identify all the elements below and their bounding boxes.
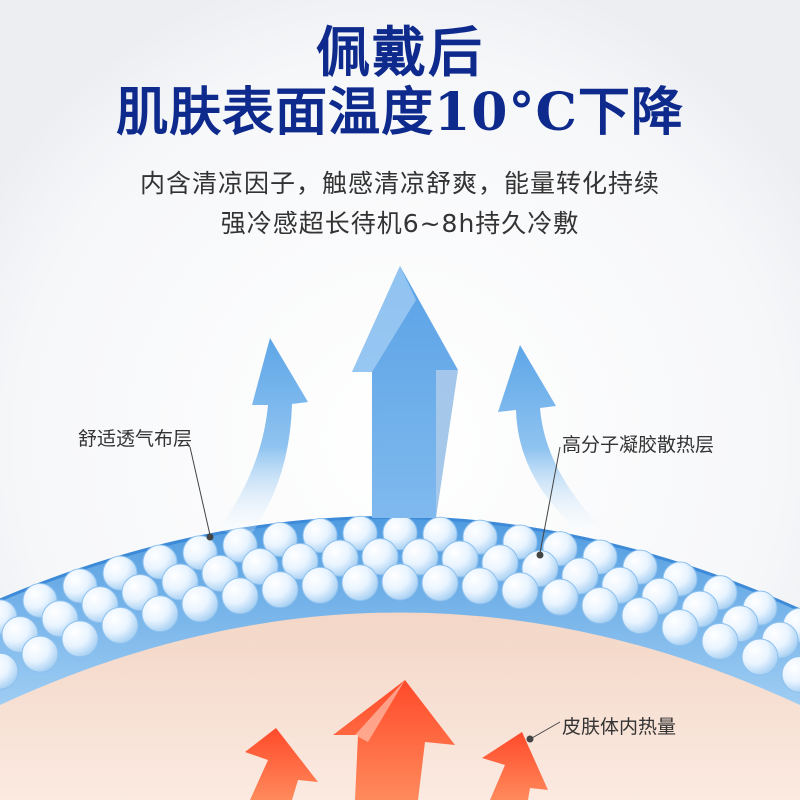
leader-dot-right — [536, 551, 544, 559]
subtitle-line1: 内含清凉因子，触感清凉舒爽，能量转化持续 — [139, 169, 660, 198]
gel-bubble — [461, 567, 499, 605]
cool-arrow-right — [498, 345, 602, 534]
gel-bubble — [501, 572, 539, 610]
cool-arrow-left — [218, 338, 308, 536]
gel-bubble — [341, 564, 379, 602]
headline-line1: 佩戴后 — [316, 20, 484, 84]
gel-bubble — [221, 577, 259, 615]
heat-arrow-center-highlight — [355, 680, 405, 742]
gel-bubble — [141, 595, 179, 633]
cool-arrow-center-shade — [436, 370, 458, 518]
gel-bubble — [0, 652, 19, 690]
gel-bubble — [741, 638, 779, 676]
headline-line2: 肌肤表面温度10°C下降 — [116, 82, 684, 143]
heat-arrow-right — [482, 732, 548, 800]
leader-line-skin — [531, 721, 561, 739]
gel-bubble — [401, 538, 439, 576]
gel-bubble — [261, 571, 299, 609]
skin-heat-label: 皮肤体内热量 — [562, 716, 677, 738]
gel-bubble — [21, 635, 59, 673]
gel-bubble — [781, 655, 800, 693]
gel-layer — [0, 515, 800, 705]
gel-bubble — [581, 586, 619, 624]
cool-arrow-center-highlight — [352, 266, 416, 372]
gel-bubble — [321, 539, 359, 577]
gel-bubble — [342, 515, 378, 551]
gel-bubble — [281, 542, 319, 580]
leader-dot-skin — [526, 735, 534, 743]
subtitle-line2: 强冷感超长待机6~8h持久冷敷 — [220, 209, 580, 238]
gel-bubble — [661, 609, 699, 647]
leader-line-left — [189, 446, 211, 536]
gel-bubble — [441, 540, 479, 578]
cool-arrows — [218, 266, 602, 536]
gel-bubble — [381, 563, 419, 601]
gel-bubble — [361, 538, 399, 576]
fabric-layer-label: 舒适透气布层 — [78, 428, 193, 450]
gel-bubble — [61, 620, 99, 658]
gel-bubble — [541, 578, 579, 616]
gel-bubble — [101, 606, 139, 644]
gel-bubbles — [0, 515, 800, 693]
heat-arrows — [245, 680, 548, 800]
heat-arrow-center — [333, 680, 455, 800]
gel-bubble — [621, 597, 659, 635]
leader-lines — [189, 446, 561, 743]
gel-layer-label: 高分子凝胶散热层 — [562, 434, 715, 456]
leader-line-right — [539, 446, 561, 554]
heat-arrow-left — [245, 728, 318, 800]
gel-bubble — [301, 566, 339, 604]
gel-bubble — [421, 564, 459, 602]
gel-bubble — [701, 622, 739, 660]
leader-dot-left — [206, 533, 214, 541]
gel-bubble — [181, 585, 219, 623]
